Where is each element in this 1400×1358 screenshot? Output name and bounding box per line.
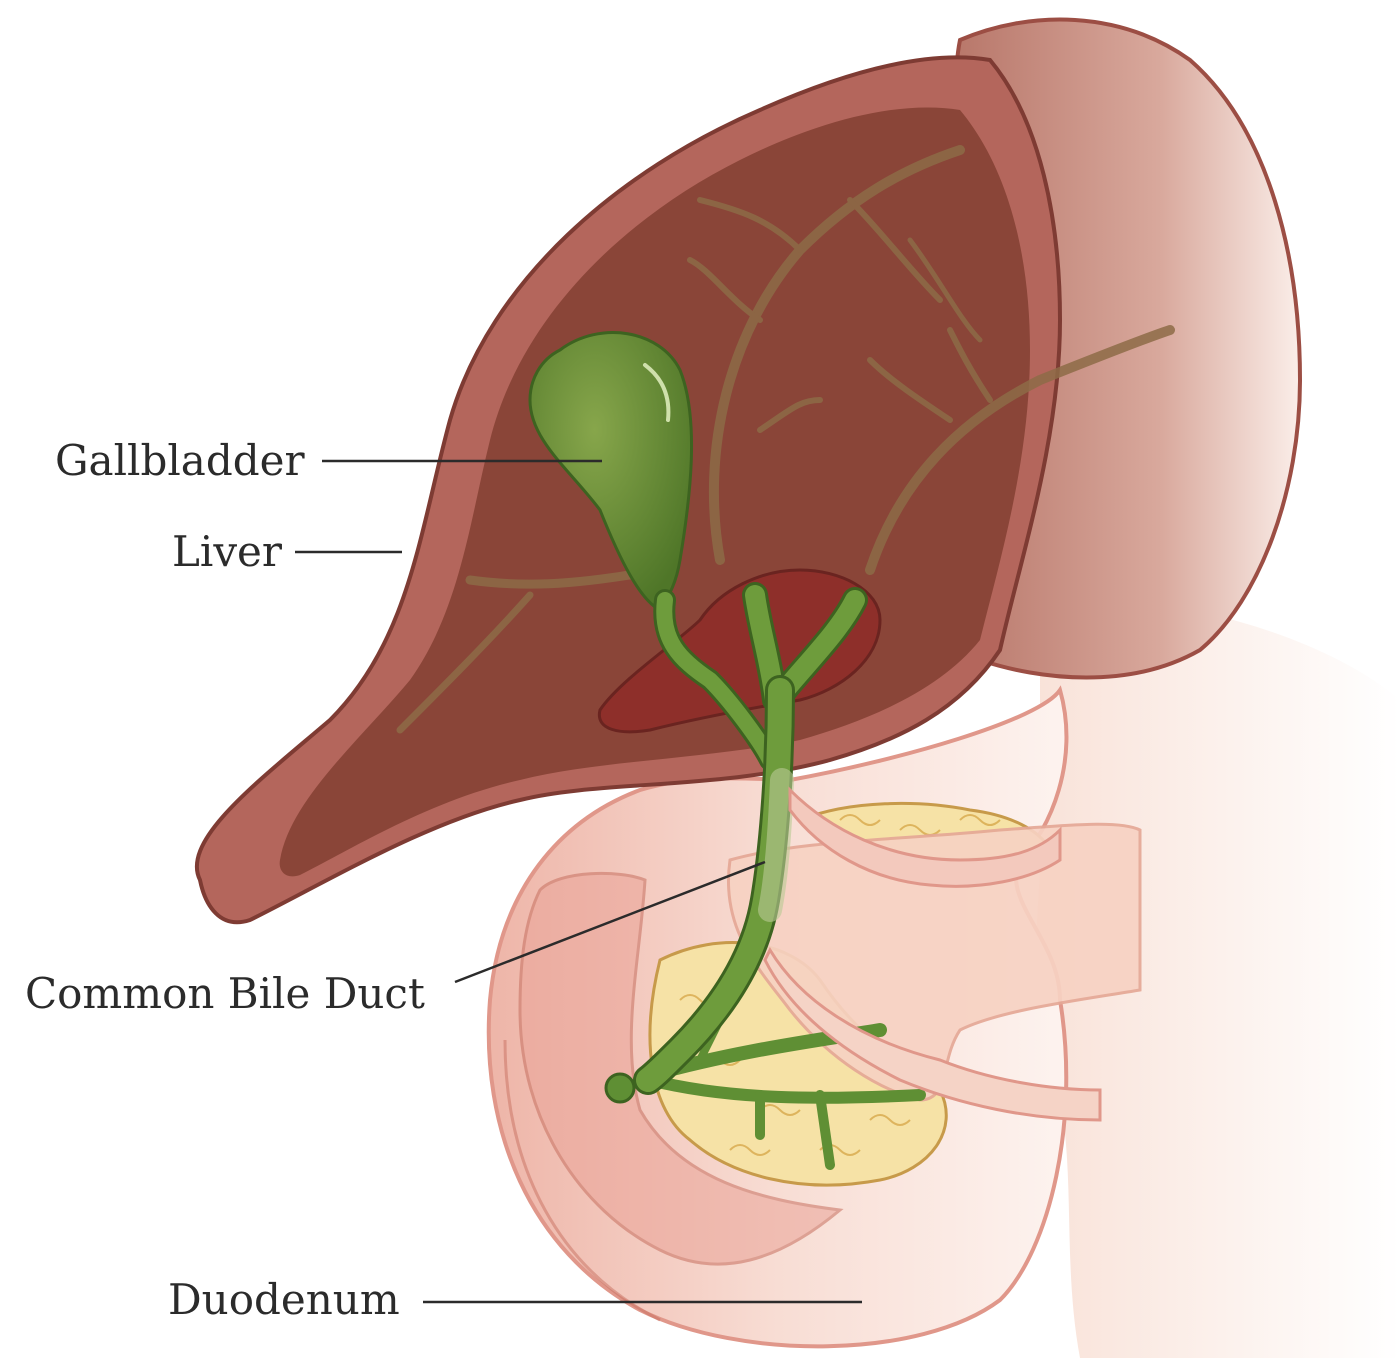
ampulla [606, 1074, 634, 1102]
gallbladder-label: Gallbladder [55, 436, 305, 485]
common-bile-duct-label: Common Bile Duct [25, 969, 425, 1018]
liver-label: Liver [172, 527, 283, 576]
duodenum-label: Duodenum [168, 1275, 400, 1324]
